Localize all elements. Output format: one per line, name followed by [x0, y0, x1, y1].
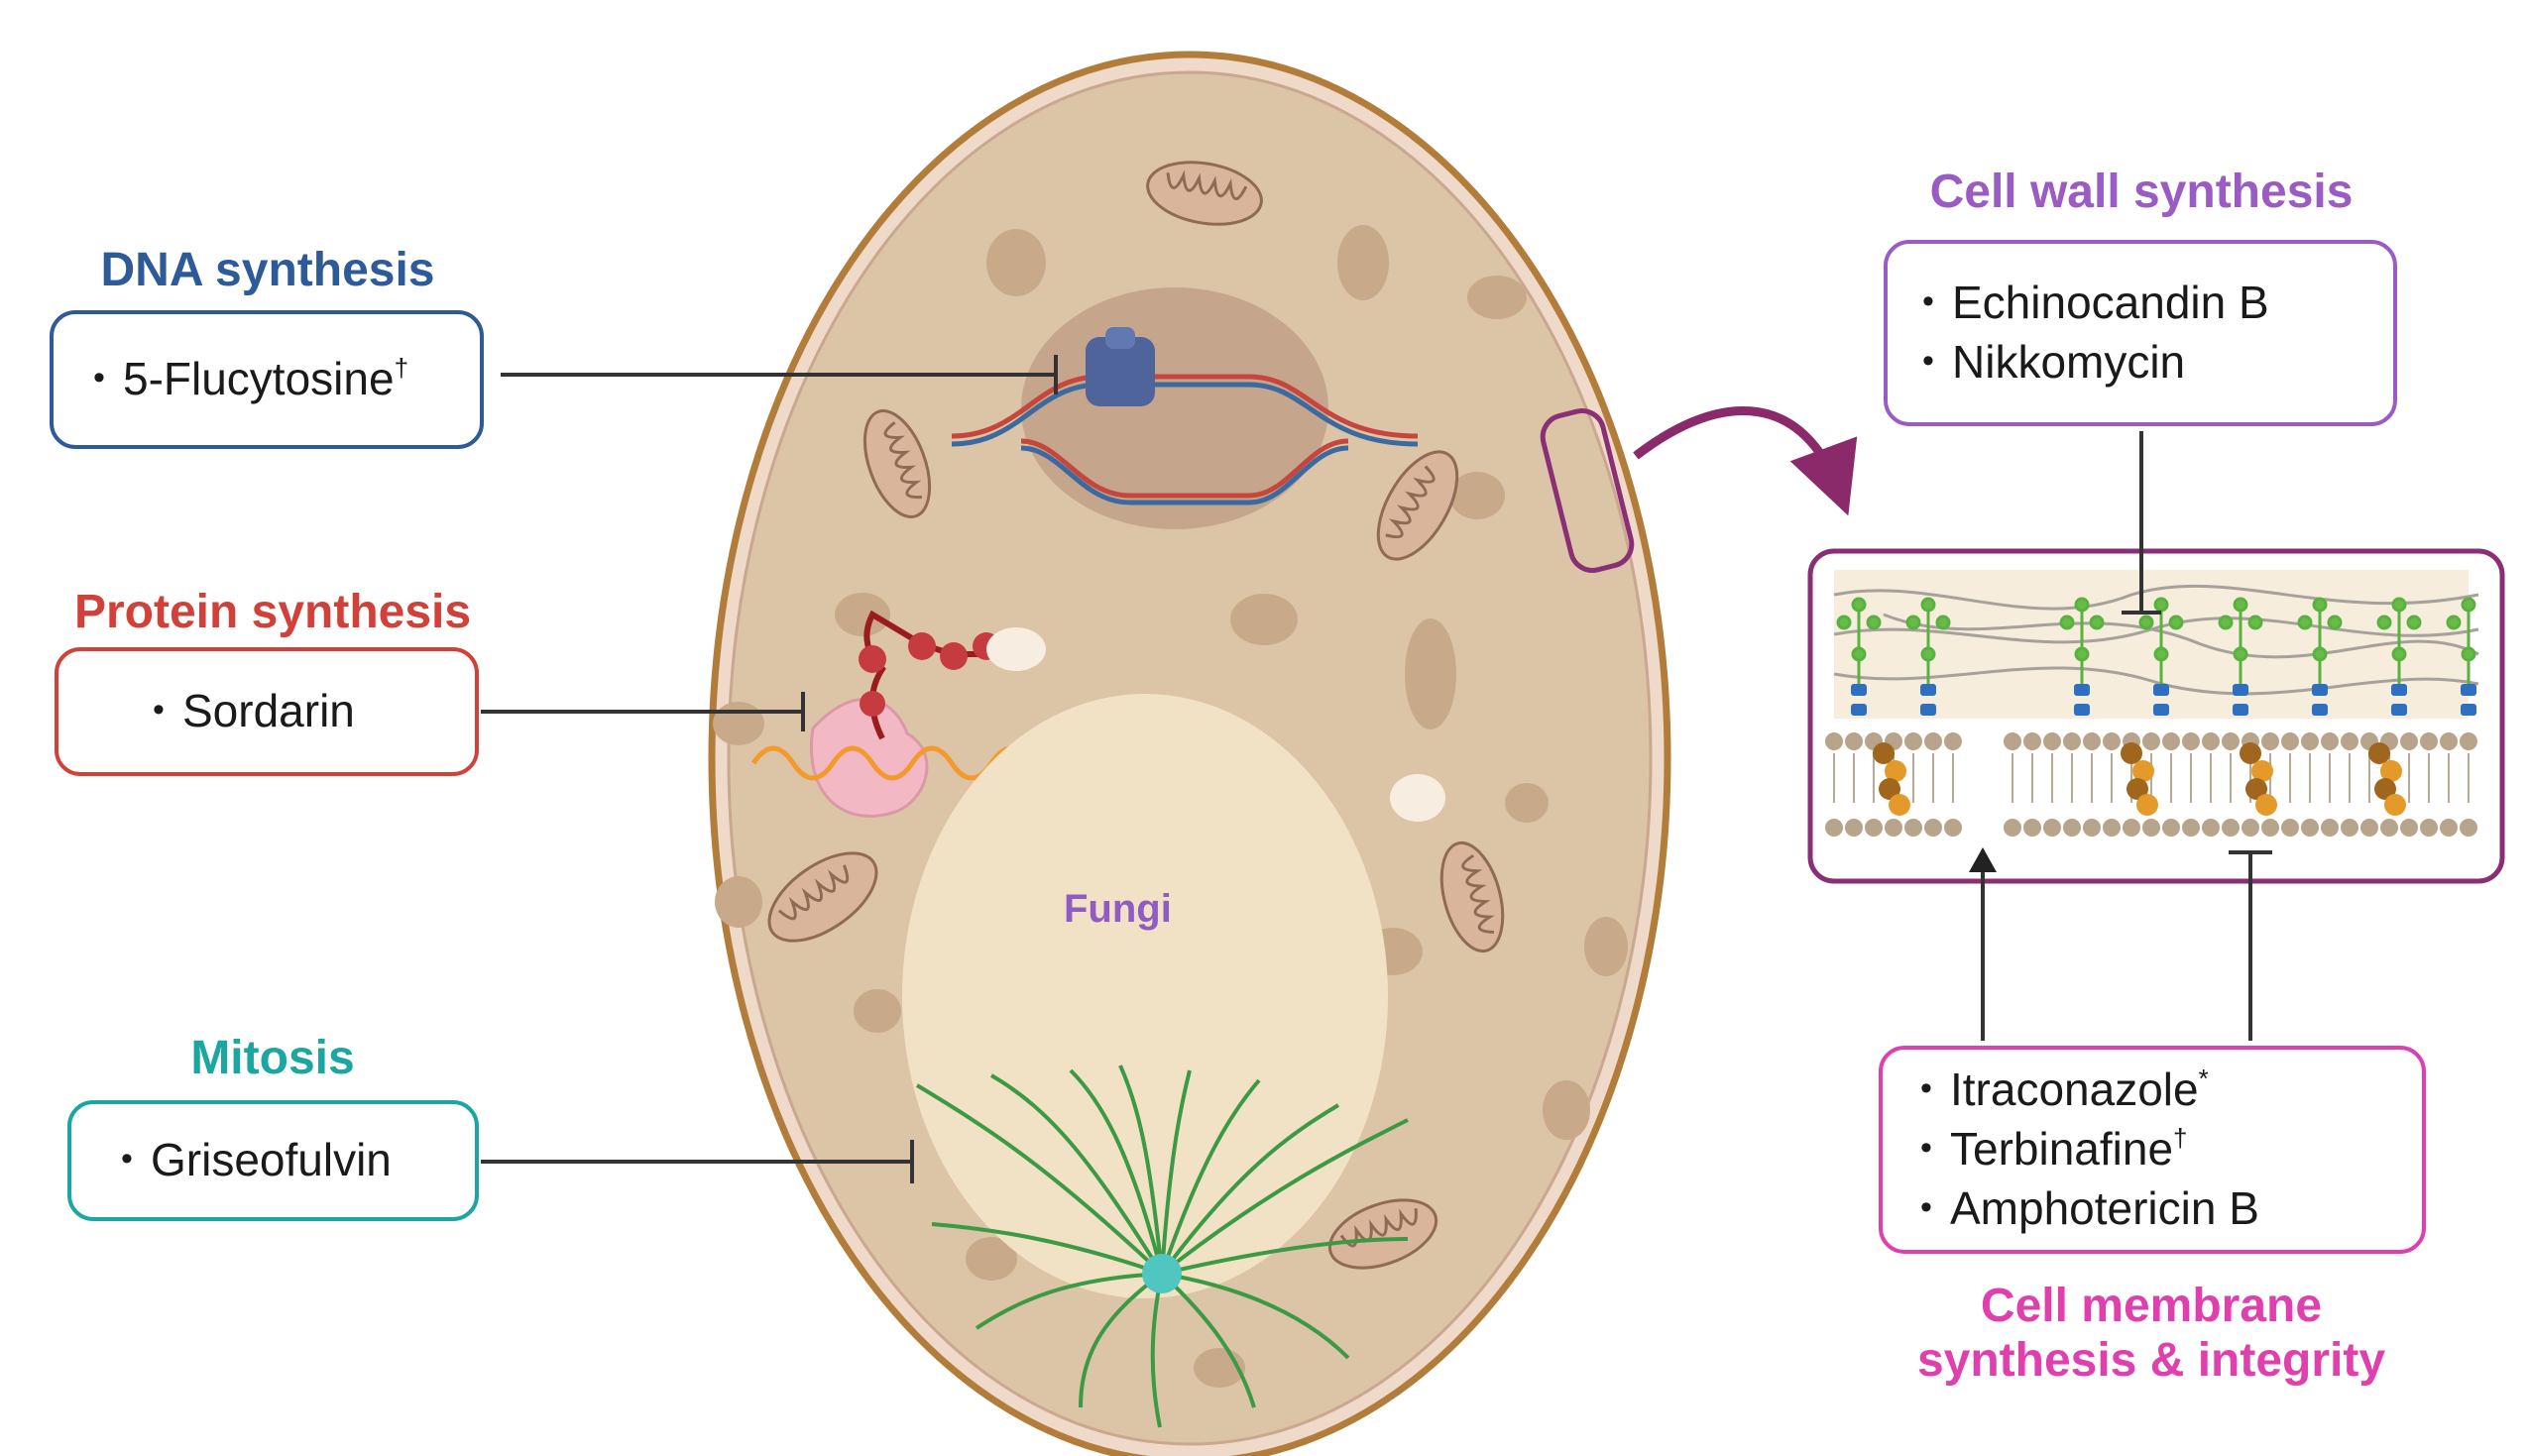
dna-synthesis-box: •5-Flucytosine† [50, 310, 484, 449]
drug-footnote-mark: † [394, 353, 409, 384]
drug-name: Griseofulvin [151, 1134, 392, 1186]
cell-wall-synthesis-box: •Echinocandin B •Nikkomycin [1884, 240, 2397, 426]
drug-name: 5-Flucytosine [123, 353, 395, 405]
dna-synthesis-title: DNA synthesis [100, 244, 435, 296]
cell-membrane-title: Cell membrane synthesis & integrity [1864, 1279, 2439, 1388]
centrosome [1142, 1254, 1182, 1293]
drug-item: •Echinocandin B [1922, 277, 2269, 329]
mitosis-box: •Griseofulvin [67, 1100, 479, 1221]
drug-footnote-mark: † [2173, 1123, 2188, 1154]
dna-drug-list: •5-Flucytosine† [93, 350, 480, 409]
drug-name: Echinocandin B [1952, 277, 2269, 329]
drug-item: •Terbinafine† [1920, 1123, 2188, 1176]
cell-wall-synthesis-title: Cell wall synthesis [1929, 166, 2354, 218]
drug-item: •Itraconazole* [1920, 1064, 2209, 1116]
protein-drug-list: •Sordarin [153, 682, 475, 741]
wall-membrane-inset [1807, 548, 2505, 884]
dna-inhibition-line [501, 355, 1058, 394]
membrane-drug-list: •Itraconazole* •Terbinafine† •Amphoteric… [1920, 1061, 2422, 1238]
fungal-cell [708, 51, 1671, 1456]
mitosis-drug-list: •Griseofulvin [121, 1131, 475, 1190]
drug-item: •Griseofulvin [121, 1134, 392, 1186]
mitochondria [767, 161, 1505, 1270]
connectors [481, 355, 2272, 1183]
drug-item: •Amphotericin B [1920, 1181, 2259, 1234]
drug-item: •Nikkomycin [1922, 336, 2186, 388]
protein-inhibition-line [481, 692, 805, 731]
drug-item: •5-Flucytosine† [93, 353, 409, 405]
mitotic-spindle [915, 1064, 1409, 1428]
drug-name: Amphotericin B [1950, 1181, 2259, 1234]
wall-zoom-region [1540, 408, 1635, 573]
drug-name: Nikkomycin [1952, 336, 2186, 388]
cell-wall-polymers [1836, 597, 2476, 716]
cell-wall-inhibition-line [2122, 431, 2161, 615]
zoom-arrow [1633, 406, 1858, 516]
protein-synthesis-title: Protein synthesis [73, 586, 472, 638]
membrane-arrowhead [1969, 847, 1997, 872]
cell-label: Fungi [1064, 887, 1172, 931]
cell-wall-drug-list: •Echinocandin B •Nikkomycin [1922, 274, 2393, 392]
ergosterol [1873, 742, 2406, 816]
mitosis-title: Mitosis [190, 1032, 355, 1084]
cell-membrane-box: •Itraconazole* •Terbinafine† •Amphoteric… [1879, 1046, 2426, 1254]
drug-name: Terbinafine [1950, 1123, 2174, 1176]
nucleus [951, 287, 1419, 529]
mitosis-inhibition-line [481, 1140, 914, 1183]
membrane-inhibition-line [2229, 850, 2272, 1041]
vacuole [902, 694, 1388, 1298]
drug-name: Sordarin [182, 685, 355, 737]
drug-footnote-mark: * [2198, 1064, 2209, 1094]
drug-item: •Sordarin [153, 685, 355, 737]
protein-synthesis-box: •Sordarin [55, 647, 479, 776]
drug-name: Itraconazole [1950, 1064, 2199, 1116]
cell-membrane-title-line1: Cell membrane [1980, 1280, 2323, 1332]
cell-membrane-title-line2: synthesis & integrity [1916, 1334, 2386, 1388]
lipid-bilayer [1825, 728, 2477, 842]
